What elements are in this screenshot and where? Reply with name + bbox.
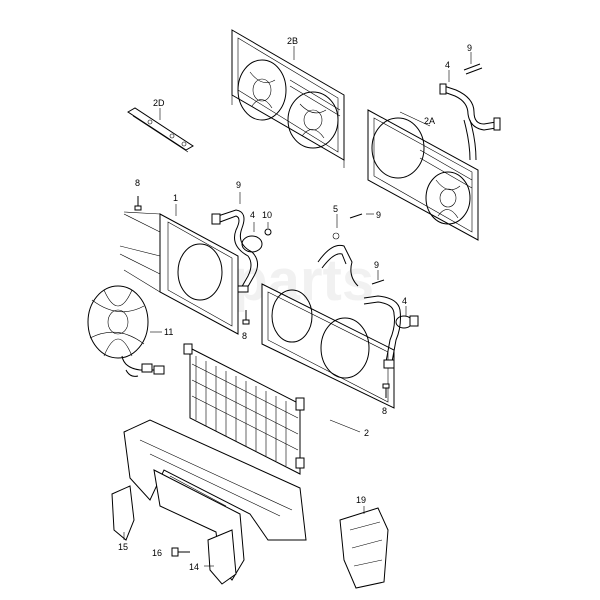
label-2a: 2A bbox=[424, 116, 435, 126]
fan-shroud-2a bbox=[367, 109, 479, 241]
bracket-14 bbox=[207, 529, 237, 585]
label-10: 10 bbox=[262, 210, 272, 220]
label-14: 14 bbox=[189, 562, 199, 572]
screw-8-upper bbox=[134, 196, 142, 211]
bracket-2d bbox=[127, 107, 194, 153]
label-9-top: 9 bbox=[467, 43, 472, 53]
label-4-top: 4 bbox=[445, 60, 450, 70]
label-19: 19 bbox=[356, 495, 366, 505]
label-9-mid: 9 bbox=[376, 210, 381, 220]
screw-16 bbox=[171, 547, 190, 557]
radiator-2 bbox=[183, 343, 305, 475]
label-9-left: 9 bbox=[236, 180, 241, 190]
screw-8-mid bbox=[242, 310, 250, 325]
coolant-hose-top bbox=[439, 63, 501, 161]
label-8-right: 8 bbox=[382, 406, 387, 416]
fan-motor-11 bbox=[87, 285, 165, 377]
label-2d: 2D bbox=[153, 98, 165, 108]
coolant-hose-left bbox=[211, 209, 263, 293]
fan-shroud-2b bbox=[231, 29, 345, 168]
label-8-upper: 8 bbox=[135, 178, 140, 188]
label-2: 2 bbox=[364, 428, 369, 438]
leader-2a bbox=[399, 111, 431, 127]
label-11: 11 bbox=[164, 327, 173, 337]
coolant-hose-right bbox=[363, 279, 419, 369]
label-8-mid: 8 bbox=[242, 331, 247, 341]
label-1: 1 bbox=[173, 193, 178, 203]
leader-2 bbox=[329, 419, 361, 433]
air-guide-19 bbox=[339, 507, 389, 589]
screw-8-right bbox=[382, 383, 390, 398]
label-9-right: 9 bbox=[374, 260, 379, 270]
label-15: 15 bbox=[118, 542, 128, 552]
bracket-15 bbox=[111, 485, 135, 541]
label-16: 16 bbox=[152, 548, 162, 558]
radiator-fins bbox=[191, 356, 299, 466]
label-4-right: 4 bbox=[402, 296, 407, 306]
label-4-left: 4 bbox=[250, 210, 255, 220]
bracket-5 bbox=[317, 213, 363, 287]
fan-shroud-center bbox=[261, 283, 395, 409]
nut-10 bbox=[264, 228, 272, 236]
label-5: 5 bbox=[333, 204, 338, 214]
label-2b: 2B bbox=[287, 36, 298, 46]
fan-shroud-1 bbox=[119, 211, 239, 335]
